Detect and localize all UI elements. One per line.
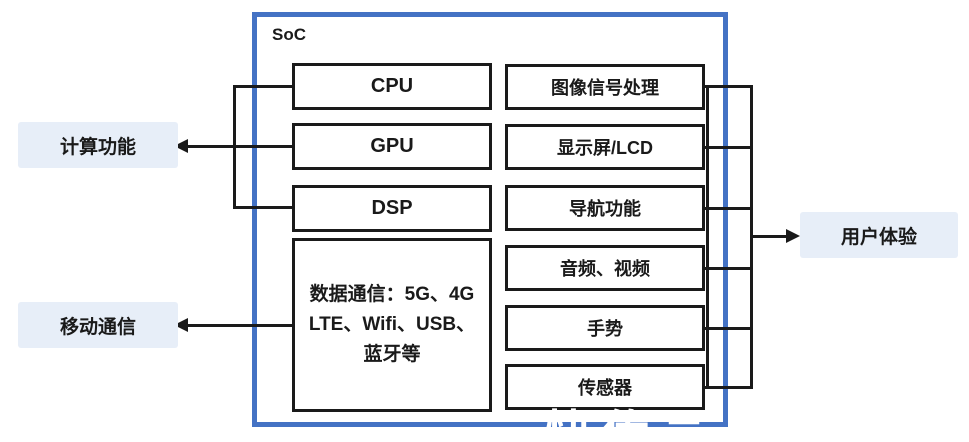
sensor-label: 传感器: [578, 378, 632, 398]
connector-navigation-stub: [705, 207, 753, 210]
data-comm-label: 数据通信：5G、4G LTE、Wifi、USB、 蓝牙等: [308, 284, 476, 365]
data-comm-box: 数据通信：5G、4G LTE、Wifi、USB、 蓝牙等: [292, 238, 492, 412]
cpu-label: CPU: [370, 75, 414, 97]
audio-video-label: 音频、视频: [560, 259, 650, 279]
connector-gesture-stub: [705, 327, 753, 330]
image-signal-box: 图像信号处理: [505, 64, 705, 110]
user-experience-label: 用户体验: [800, 212, 958, 258]
navigation-box: 导航功能: [505, 185, 705, 231]
dsp-label: DSP: [371, 197, 413, 219]
soc-title: SoC: [272, 25, 306, 44]
cpu-box: CPU: [292, 63, 492, 110]
soc-container-frame: [252, 12, 728, 427]
connector-right-outer-rail: [750, 85, 753, 389]
gesture-box: 手势: [505, 305, 705, 351]
gesture-label: 手势: [587, 319, 623, 339]
connector-right-inner-rail: [706, 85, 709, 389]
connector-dsp-stub: [233, 206, 292, 209]
dsp-box: DSP: [292, 185, 492, 232]
ux-arrowhead-icon: [786, 229, 800, 243]
mobile-comm-text: 移动通信: [59, 316, 136, 338]
connector-sensor-stub: [705, 386, 753, 389]
sensor-box: 传感器: [505, 364, 705, 410]
connector-mobile-arrow-line: [183, 324, 292, 327]
display-lcd-box: 显示屏/LCD: [505, 124, 705, 170]
image-signal-label: 图像信号处理: [551, 78, 659, 98]
navigation-label: 导航功能: [569, 199, 641, 219]
gpu-label: GPU: [370, 135, 414, 157]
connector-audio-stub: [705, 267, 753, 270]
compute-function-text: 计算功能: [59, 136, 136, 158]
gpu-box: GPU: [292, 123, 492, 170]
connector-display-stub: [705, 146, 753, 149]
connector-image-signal-stub: [705, 85, 753, 88]
mobile-comm-label: 移动通信: [18, 302, 178, 348]
connector-cpu-stub: [233, 85, 292, 88]
compute-function-label: 计算功能: [18, 122, 178, 168]
watermark-text: 快传号: [545, 406, 719, 442]
display-lcd-label: 显示屏/LCD: [557, 138, 653, 158]
user-experience-text: 用户体验: [840, 226, 917, 248]
connector-compute-arrow-line: [183, 145, 292, 148]
connector-ux-arrow-line: [752, 235, 788, 238]
audio-video-box: 音频、视频: [505, 245, 705, 291]
